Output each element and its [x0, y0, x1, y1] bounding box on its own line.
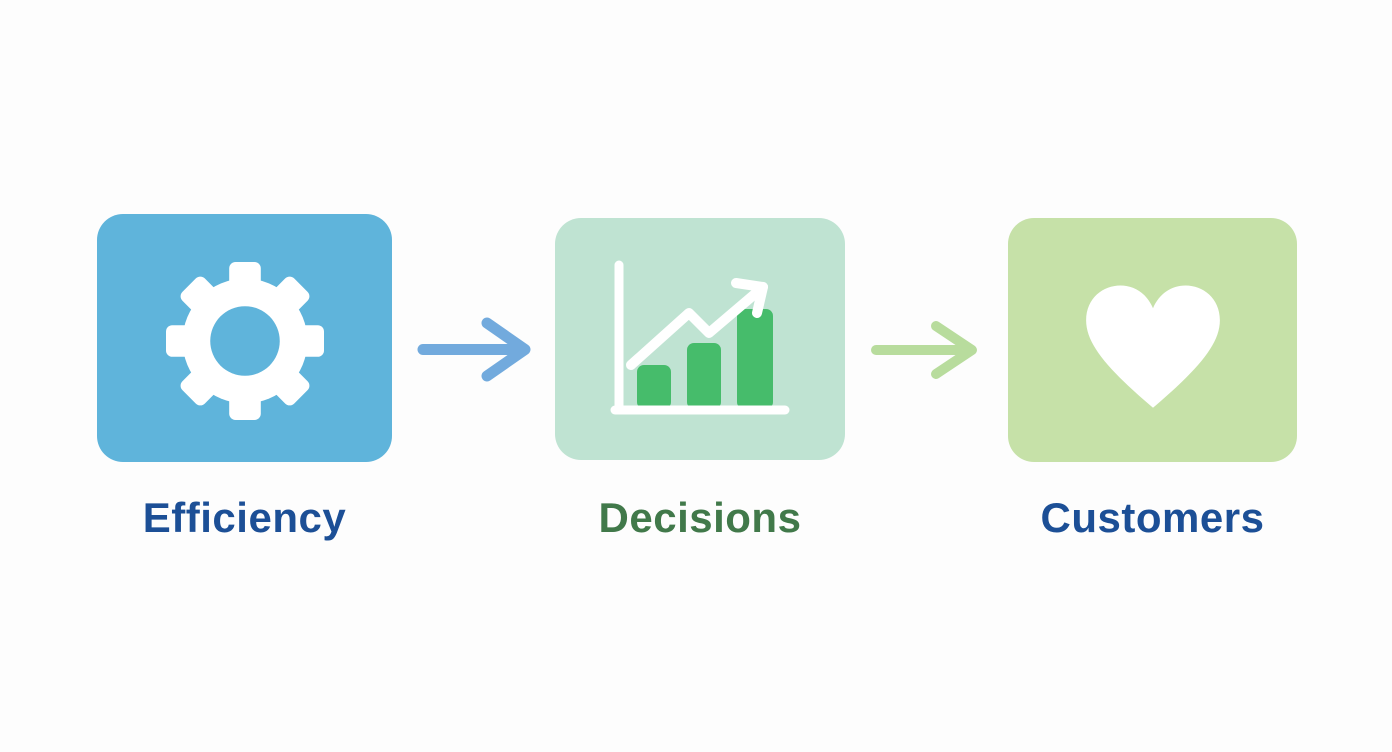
decisions-label: Decisions [598, 494, 802, 541]
customers-icon-box [1008, 218, 1297, 462]
bar-chart-growth-icon [610, 260, 790, 415]
efficiency-icon-box [97, 214, 392, 462]
decisions-icon-box [555, 218, 845, 460]
customers-label: Customers [1040, 494, 1265, 541]
efficiency-label: Efficiency [142, 494, 347, 541]
arrow-right-icon-2 [871, 321, 977, 379]
heart-icon [1085, 285, 1220, 408]
gear-icon [165, 262, 324, 420]
arrow-right-icon-1 [417, 317, 531, 382]
